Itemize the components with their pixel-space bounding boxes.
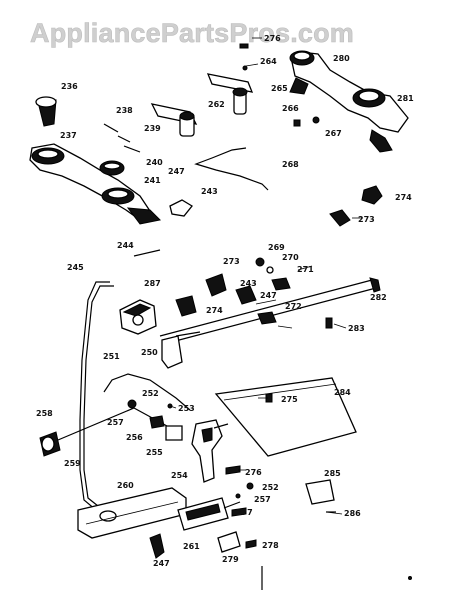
label-265: 265 [271, 84, 288, 93]
label-273a: 273 [223, 257, 240, 266]
burner-assembly-right [289, 50, 409, 153]
label-284: 284 [334, 388, 351, 397]
label-252a: 252 [142, 389, 159, 398]
label-286: 286 [344, 509, 361, 518]
label-255: 255 [146, 448, 163, 457]
label-287: 287 [144, 279, 161, 288]
label-250: 250 [141, 348, 158, 357]
pilot-bracket-261 [177, 497, 241, 531]
burner-assembly-left [29, 96, 162, 225]
label-253: 253 [178, 404, 195, 413]
label-285: 285 [324, 469, 341, 478]
valves-right [329, 185, 383, 227]
callout-labels: 236 237 238 239 240 241 243 244 245 247 … [36, 34, 414, 568]
label-243b: 243 [240, 279, 257, 288]
label-264: 264 [260, 57, 277, 66]
bolt-283 [325, 317, 333, 329]
label-236: 236 [61, 82, 78, 91]
label-277: 277 [236, 508, 253, 517]
label-272: 272 [285, 302, 302, 311]
label-245: 245 [67, 263, 84, 272]
leader-lines [169, 37, 362, 515]
burner-valves [175, 257, 313, 325]
label-237: 237 [60, 131, 77, 140]
label-275: 275 [281, 395, 298, 404]
clip-247-lower [149, 533, 165, 559]
label-273b: 273 [358, 215, 375, 224]
label-241: 241 [144, 176, 161, 185]
label-238: 238 [116, 106, 133, 115]
label-276a: 276 [245, 468, 262, 477]
label-256: 256 [126, 433, 143, 442]
label-240: 240 [146, 158, 163, 167]
heat-plate-284 [214, 377, 357, 457]
label-270: 270 [282, 253, 299, 262]
screw-275 [265, 393, 273, 403]
label-260: 260 [117, 481, 134, 490]
label-247c: 247 [153, 559, 170, 568]
clips-276 [225, 465, 247, 517]
capillary-251 [103, 373, 191, 411]
label-261: 261 [183, 542, 200, 551]
label-269: 269 [268, 243, 285, 252]
label-276b: 276 [264, 34, 281, 43]
washer-252b [246, 482, 254, 490]
regulator-287 [119, 299, 157, 335]
label-282: 282 [370, 293, 387, 302]
label-279: 279 [222, 555, 239, 564]
watermark: AppliancePartsPros.com [30, 18, 354, 48]
label-266: 266 [282, 104, 299, 113]
label-283: 283 [348, 324, 365, 333]
label-271: 271 [297, 265, 314, 274]
oven-burner-260 [77, 487, 187, 539]
thermostat-parts [127, 399, 183, 441]
pilot-tube-268 [194, 147, 269, 191]
label-274a: 274 [206, 306, 223, 315]
label-262: 262 [208, 100, 225, 109]
bracket-285 [305, 479, 336, 513]
label-268: 268 [282, 160, 299, 169]
label-281: 281 [397, 94, 414, 103]
burner-brackets [150, 43, 320, 137]
label-251: 251 [103, 352, 120, 361]
bracket-243 [169, 199, 193, 217]
dot [408, 576, 412, 580]
label-254: 254 [171, 471, 188, 480]
burner-rods [103, 123, 141, 153]
label-243: 243 [201, 187, 218, 196]
label-247b: 247 [260, 291, 277, 300]
label-257a: 257 [107, 418, 124, 427]
label-257b: 257 [254, 495, 271, 504]
gas-tube-245 [79, 281, 110, 511]
label-258: 258 [36, 409, 53, 418]
label-239: 239 [144, 124, 161, 133]
label-267: 267 [325, 129, 342, 138]
bracket-279 [217, 531, 257, 553]
pin-244 [133, 249, 161, 257]
thermostat-250 [161, 331, 201, 369]
igniter-254 [191, 419, 229, 483]
label-244: 244 [117, 241, 134, 250]
label-278: 278 [262, 541, 279, 550]
knob-258 [39, 407, 135, 457]
label-274b: 274 [395, 193, 412, 202]
label-247a: 247 [168, 167, 185, 176]
label-252b: 252 [262, 483, 279, 492]
label-280: 280 [333, 54, 350, 63]
label-259: 259 [64, 459, 81, 468]
washer-257b [235, 493, 241, 499]
